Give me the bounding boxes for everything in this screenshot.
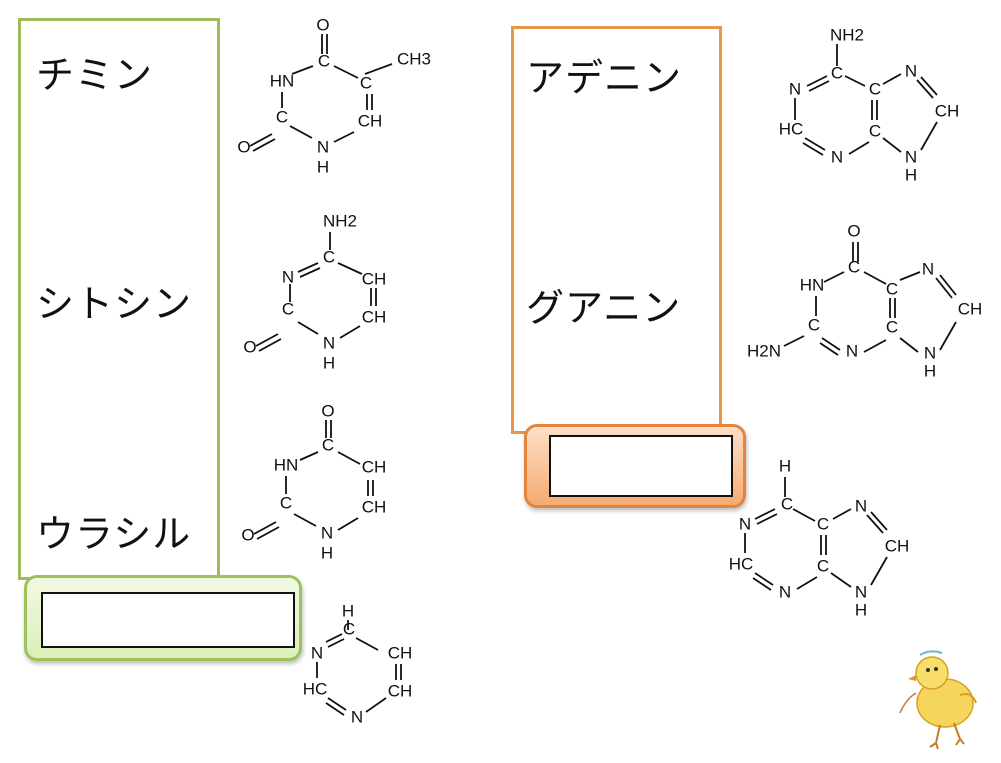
uracil-atom-c1: C (322, 435, 334, 454)
adenine-atom-n1: N (789, 79, 801, 98)
purine-answer-blank[interactable] (524, 424, 746, 508)
chick-illustration (899, 650, 977, 750)
purine-structure: H C N C N CH HC C N N H (729, 456, 910, 619)
uracil-atom-c2: C (280, 493, 292, 512)
uracil-atom-o-top: O (321, 401, 334, 420)
guanine-atom-h2n: H2N (747, 341, 781, 360)
thymine-atom-hn: HN (270, 71, 295, 90)
guanine-label: グアニン (526, 286, 682, 330)
purine-atom-h: H (855, 600, 867, 619)
adenine-atom-hc: HC (779, 119, 804, 138)
guanine-atom-n1: N (922, 259, 934, 278)
uracil-atom-ch2: CH (362, 497, 387, 516)
thymine-atom-ch3: CH3 (397, 49, 431, 68)
purine-answer-field[interactable] (549, 435, 733, 497)
purine-atom-c2: C (817, 514, 829, 533)
purine-atom-n1: N (739, 514, 751, 533)
guanine-atom-n2: N (846, 341, 858, 360)
guanine-atom-c2: C (886, 279, 898, 298)
purine-atom-n4: N (855, 582, 867, 601)
adenine-atom-n4: N (905, 147, 917, 166)
uracil-label: ウラシル (36, 512, 192, 556)
pyrimidine-answer-blank[interactable] (24, 575, 302, 661)
cytosine-atom-ch2: CH (362, 307, 387, 326)
purine-atom-n3: N (779, 582, 791, 601)
purine-atom-h-top: H (779, 456, 791, 475)
cytosine-atom-o: O (243, 337, 256, 356)
pyrimidine-atom-n2: N (351, 707, 363, 726)
guanine-atom-h: H (924, 361, 936, 380)
pyrimidine-atom-ch1: CH (388, 643, 413, 662)
uracil-atom-n: N (321, 523, 333, 542)
purine-atom-ch: CH (885, 536, 910, 555)
guanine-atom-o: O (847, 221, 860, 240)
adenine-atom-ch: CH (935, 101, 960, 120)
guanine-atom-ch: CH (958, 299, 983, 318)
pyrimidine-atom-hc: HC (303, 679, 328, 698)
cytosine-atom-n1: N (282, 267, 294, 286)
purine-atom-hc: HC (729, 554, 754, 573)
thymine-atom-o-bottom: O (237, 137, 250, 156)
adenine-atom-c3: C (869, 121, 881, 140)
cytosine-atom-ch1: CH (362, 269, 387, 288)
thymine-atom-c1: C (318, 51, 330, 70)
adenine-atom-c2: C (869, 79, 881, 98)
cytosine-atom-c1: C (323, 247, 335, 266)
guanine-atom-hn: HN (800, 275, 825, 294)
pyrimidine-structure: H C N CH HC CH N (303, 601, 413, 726)
adenine-structure: NH2 C N C N CH HC C N N H (779, 25, 960, 184)
adenine-atom-c1: C (831, 63, 843, 82)
purine-atom-c1: C (781, 494, 793, 513)
purine-group-box (511, 26, 722, 434)
pyrimidine-answer-field[interactable] (41, 592, 295, 648)
guanine-atom-n3: N (924, 343, 936, 362)
purine-atom-c3: C (817, 556, 829, 575)
guanine-atom-c1: C (848, 257, 860, 276)
guanine-structure: O C HN C N CH C C H2N N N H (747, 221, 983, 380)
cytosine-atom-n2: N (323, 333, 335, 352)
uracil-atom-o-bottom: O (241, 525, 254, 544)
thymine-atom-n: N (317, 137, 329, 156)
adenine-atom-n3: N (831, 147, 843, 166)
thymine-atom-ch: CH (358, 111, 383, 130)
cytosine-atom-h: H (323, 353, 335, 372)
pyrimidine-atom-ch2: CH (388, 681, 413, 700)
pyrimidine-atom-n1: N (311, 643, 323, 662)
adenine-label: アデニン (526, 56, 683, 100)
purine-atom-n2: N (855, 496, 867, 515)
thymine-atom-c2: C (360, 73, 372, 92)
adenine-atom-h: H (905, 165, 917, 184)
thymine-label: チミン (36, 53, 154, 97)
cytosine-atom-nh2: NH2 (323, 211, 357, 230)
pyrimidine-atom-c: C (343, 619, 355, 638)
thymine-atom-o-top: O (316, 15, 329, 34)
thymine-atom-h: H (317, 157, 329, 176)
uracil-atom-ch1: CH (362, 457, 387, 476)
guanine-atom-c3: C (808, 315, 820, 334)
cytosine-label: シトシン (36, 282, 193, 326)
guanine-atom-c4: C (886, 317, 898, 336)
cytosine-atom-c2: C (282, 299, 294, 318)
uracil-structure: O C HN CH C CH O N H (241, 401, 387, 562)
adenine-atom-nh2: NH2 (830, 25, 864, 44)
pyrimidine-group-box (18, 18, 220, 580)
thymine-structure: O C HN C CH3 C CH O N H (237, 15, 431, 176)
thymine-atom-c3: C (276, 107, 288, 126)
adenine-atom-n2: N (905, 61, 917, 80)
uracil-atom-hn: HN (274, 455, 299, 474)
uracil-atom-h: H (321, 543, 333, 562)
pyrimidine-atom-h: H (342, 601, 354, 620)
cytosine-structure: NH2 C N CH C CH O N H (243, 211, 387, 372)
